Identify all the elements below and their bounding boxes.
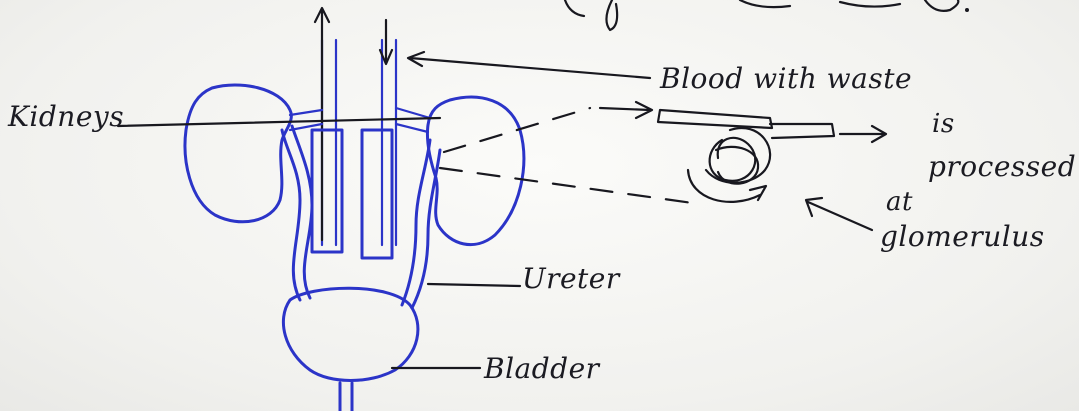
dashed-arrow-upper <box>600 102 652 118</box>
label-glomerulus: glomerulus <box>880 220 1045 253</box>
glomerulus-pointer-arrow <box>806 198 872 230</box>
dashed-line-lower <box>440 168 700 204</box>
ureter-pointer-line <box>428 284 520 286</box>
left-ureter <box>282 126 312 300</box>
urethra <box>340 383 352 411</box>
vena-cava-vessel <box>380 20 396 245</box>
kidneys-pointer-line <box>118 118 440 126</box>
label-blood-with-waste: Blood with waste <box>659 62 912 95</box>
label-processed: processed <box>928 150 1076 183</box>
label-is: is <box>932 109 955 139</box>
label-kidneys: Kidneys <box>7 100 124 133</box>
left-kidney <box>185 85 291 222</box>
right-kidney <box>427 97 523 245</box>
glomerulus-drawing <box>658 110 886 202</box>
dashed-line-upper <box>444 108 590 152</box>
bladder-shape <box>283 288 418 380</box>
cropped-top-handwriting <box>565 0 969 30</box>
aorta-vessel <box>315 8 336 245</box>
blood-pointer-arrow <box>408 52 650 78</box>
label-at: at <box>886 187 913 217</box>
label-ureter: Ureter <box>522 262 621 295</box>
central-block-right <box>362 130 392 258</box>
right-ureter <box>402 140 440 308</box>
label-bladder: Bladder <box>483 352 601 385</box>
central-block-left <box>312 130 342 252</box>
